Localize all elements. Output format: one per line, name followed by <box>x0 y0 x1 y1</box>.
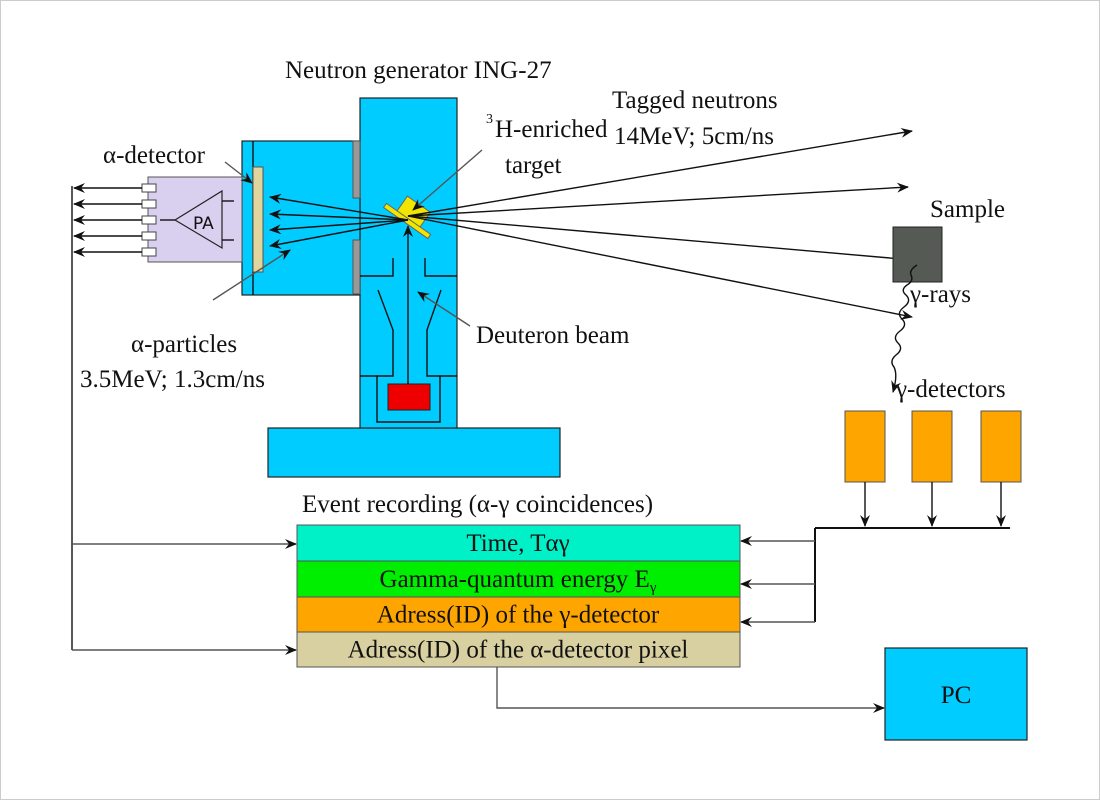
sample-block <box>892 226 943 283</box>
gamma-detector <box>980 410 1022 483</box>
preamp-label: PA <box>193 214 214 234</box>
connector-pin <box>141 247 157 257</box>
connector-pin <box>141 215 157 225</box>
target-label-2: target <box>505 152 562 179</box>
alpha-particle-arrows <box>269 193 409 249</box>
connector-pin <box>141 183 157 193</box>
neutron-generator <box>241 97 561 478</box>
connector-pin <box>141 199 157 209</box>
amplifier-triangle <box>173 189 223 250</box>
collimator-top <box>352 140 361 199</box>
pc-label: PC <box>941 682 972 709</box>
connector-pin <box>141 231 157 241</box>
neutron-arrow <box>407 127 913 217</box>
alpha-particle-arrow <box>269 219 409 249</box>
generator-base <box>267 427 561 478</box>
pc-box <box>884 647 1028 741</box>
neutron-arrow <box>407 215 914 265</box>
neutron-arrow <box>407 182 909 217</box>
event-row <box>296 596 741 633</box>
event-recording-title: Event recording (α-γ coincidences) <box>302 491 653 518</box>
alpha-particles-spec: 3.5MeV; 1.3cm/ns <box>80 366 265 393</box>
target-leader <box>412 149 483 211</box>
alpha-particle-arrow <box>269 219 409 235</box>
alpha-particles-leader <box>212 249 291 301</box>
event-row <box>296 560 741 598</box>
generator-title: Neutron generator ING-27 <box>285 57 552 84</box>
ion-source <box>387 383 431 411</box>
target-label: H-enriched <box>495 116 608 143</box>
collimator-bottom <box>352 239 361 295</box>
alpha-detector-strip <box>252 166 264 273</box>
alpha-particles-label: α-particles <box>131 331 237 358</box>
alpha-particle-arrow <box>269 209 409 221</box>
gamma-rays-label: γ-rays <box>909 281 971 308</box>
gamma-detector <box>911 410 953 483</box>
gamma-detectors-label: γ-detectors <box>895 376 1006 403</box>
sample-label: Sample <box>930 196 1005 223</box>
tagged-neutrons-spec: 14MeV; 5cm/ns <box>614 123 774 150</box>
deuteron-beam-label: Deuteron beam <box>476 322 630 349</box>
gamma-ray-wave <box>891 264 918 393</box>
event-row-label: Adress(ID) of the α-detector pixel <box>348 637 689 664</box>
target <box>382 195 432 240</box>
event-row <box>296 524 741 562</box>
event-row-label: Time, Tαγ <box>466 530 569 557</box>
tagged-neutrons-label: Tagged neutrons <box>612 87 778 114</box>
alpha-particle-arrow <box>269 193 409 221</box>
target-superscript: 3 <box>486 112 493 127</box>
alpha-detector-leader <box>224 161 253 184</box>
gamma-detectors <box>844 410 1022 527</box>
event-row-label: Adress(ID) of the γ-detector <box>377 602 660 629</box>
preamp-box: PA <box>141 176 243 263</box>
deuteron-beam-leader <box>417 291 471 327</box>
gamma-detector <box>844 410 886 483</box>
alpha-detector-label: α-detector <box>103 142 206 169</box>
neutron-arrows <box>407 127 914 320</box>
to-pc-line <box>496 667 885 713</box>
neutron-arrow <box>407 215 913 320</box>
event-row-label: Gamma-quantum energy Eγ <box>380 566 657 596</box>
event-row <box>296 631 741 668</box>
